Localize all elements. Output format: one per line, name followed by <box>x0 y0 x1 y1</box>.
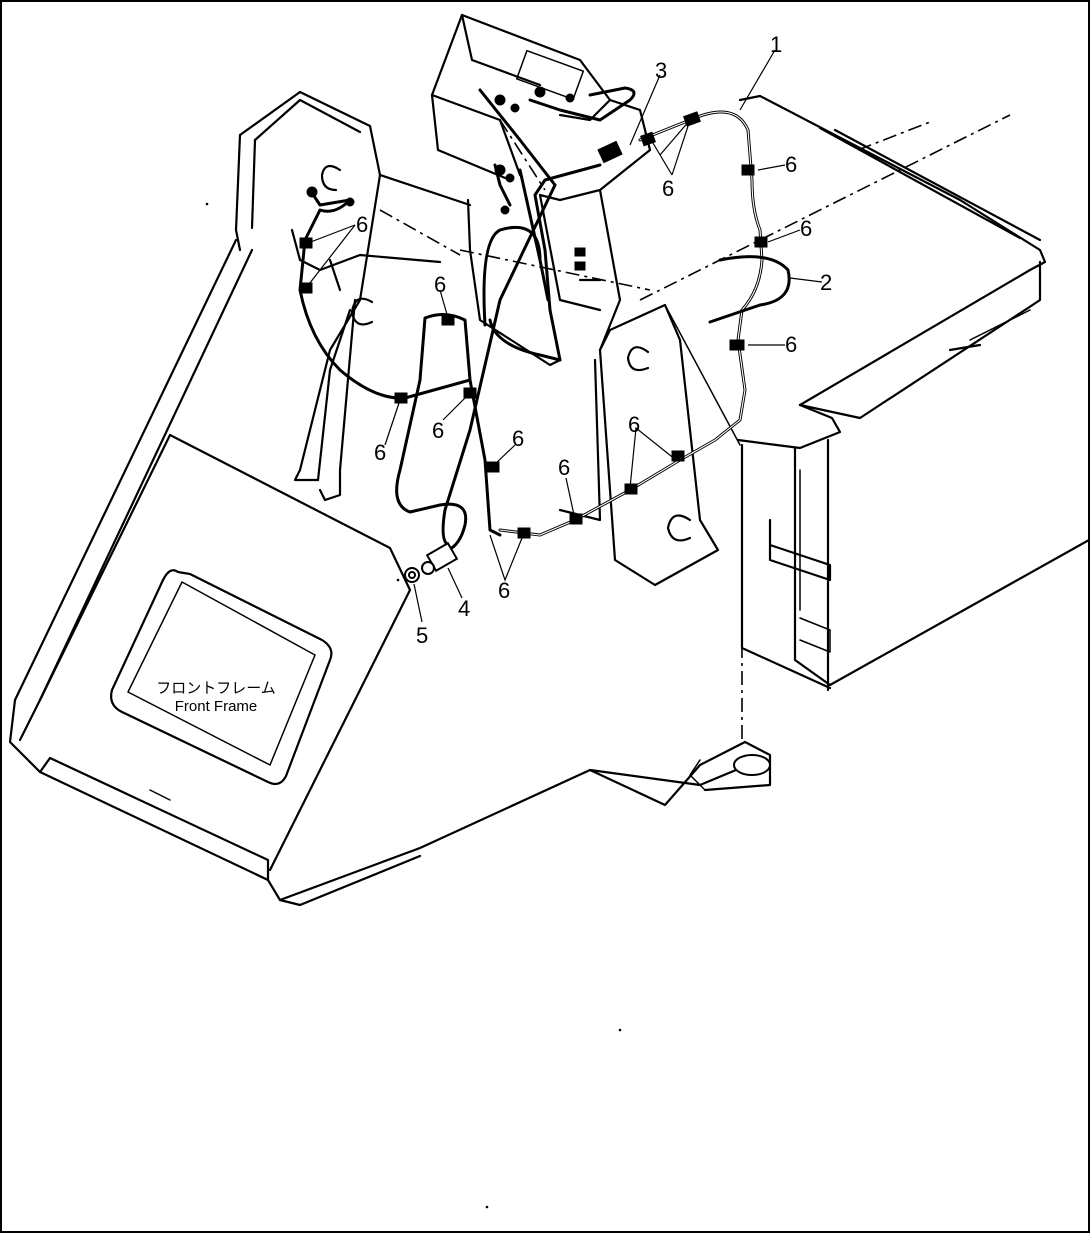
label-part-3: 3 <box>655 58 667 83</box>
label-part-6-k: 6 <box>628 412 640 437</box>
label-part-4: 4 <box>458 596 470 621</box>
label-part-6-e: 6 <box>356 212 368 237</box>
speck <box>618 1028 622 1032</box>
speck <box>205 202 209 206</box>
label-part-5: 5 <box>416 623 428 648</box>
label-part-2: 2 <box>820 270 832 295</box>
label-part-6-b: 6 <box>800 216 812 241</box>
control-box <box>430 13 652 367</box>
label-part-1: 1 <box>770 32 782 57</box>
speck <box>485 1205 489 1209</box>
leader-lines <box>305 49 823 623</box>
front-frame-label-jp: フロントフレーム <box>156 680 276 697</box>
label-part-6-c: 6 <box>785 332 797 357</box>
label-part-6-f: 6 <box>434 272 446 297</box>
front-frame <box>8 90 772 907</box>
label-part-6-g: 6 <box>374 440 386 465</box>
speck <box>396 578 400 582</box>
rear-body-outline <box>639 94 1090 740</box>
label-part-6-i: 6 <box>512 426 524 451</box>
label-part-6-j: 6 <box>558 455 570 480</box>
label-part-6-a: 6 <box>785 152 797 177</box>
front-frame-label-en: Front Frame <box>175 698 258 715</box>
part-labels: 1 3 2 4 5 6 6 6 6 6 6 6 6 6 6 6 6 <box>356 32 832 648</box>
label-part-6-d: 6 <box>662 176 674 201</box>
wiring-harness <box>298 86 791 583</box>
label-part-6-l: 6 <box>498 578 510 603</box>
label-part-6-h: 6 <box>432 418 444 443</box>
